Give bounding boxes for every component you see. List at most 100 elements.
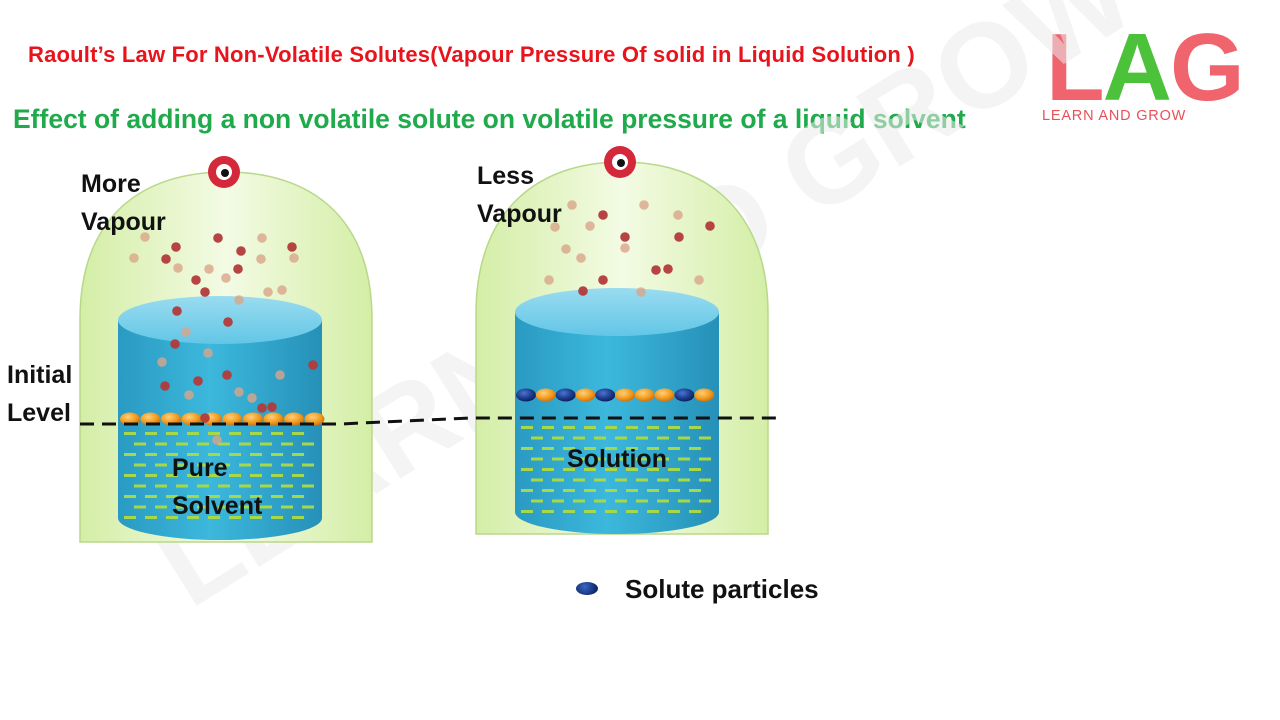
dash-mark: [134, 505, 146, 509]
dash-mark: [552, 478, 564, 482]
vapour-particle: [256, 254, 266, 264]
dash-mark: [197, 505, 209, 509]
vapour-particle: [651, 265, 661, 275]
dash-mark: [615, 478, 627, 482]
dash-mark: [292, 432, 304, 435]
dash-mark: [176, 484, 188, 488]
dash-mark: [647, 489, 659, 492]
dash-mark: [615, 436, 627, 440]
dash-mark: [668, 489, 680, 492]
dash-mark: [594, 436, 606, 440]
dash-mark: [552, 436, 564, 440]
solvent-surface-particle: [304, 412, 325, 426]
vapour-particle: [203, 348, 213, 358]
logo-tagline: LEARN AND GROW: [1042, 108, 1187, 124]
vapour-particle: [200, 287, 210, 297]
vapour-particle: [277, 285, 287, 295]
solvent-surface-particle: [243, 412, 263, 426]
left-bell-jar: [79, 156, 373, 543]
vapour-particle: [287, 242, 297, 252]
dash-mark: [155, 484, 167, 488]
dash-mark: [531, 457, 543, 461]
vapour-particle: [275, 370, 285, 380]
vapour-particle: [257, 403, 267, 413]
left-stopper: [208, 156, 240, 188]
left-beaker-top: [118, 296, 322, 344]
vapour-particle: [221, 273, 231, 283]
dash-mark: [145, 453, 157, 456]
dash-mark: [699, 436, 711, 440]
dash-mark: [134, 484, 146, 488]
vapour-particle: [663, 264, 673, 274]
dash-mark: [271, 474, 283, 477]
vapour-particle: [550, 222, 560, 232]
dash-mark: [250, 474, 262, 477]
dash-mark: [208, 495, 220, 498]
dash-mark: [699, 499, 711, 503]
dash-mark: [689, 468, 701, 471]
dash-mark: [281, 442, 293, 446]
vapour-particle: [173, 263, 183, 273]
dash-mark: [563, 447, 575, 450]
dash-mark: [605, 468, 617, 471]
dash-mark: [208, 432, 220, 435]
vapour-particle: [191, 275, 201, 285]
dash-mark: [531, 478, 543, 482]
dash-mark: [239, 442, 251, 446]
dash-mark: [678, 499, 690, 503]
dash-mark: [187, 474, 199, 477]
dash-mark: [229, 516, 241, 519]
lag-logo: LAG LEARN AND GROW: [1040, 18, 1260, 128]
dash-mark: [657, 499, 669, 503]
solute-particle: [595, 388, 616, 402]
solvent-surface-particle: [222, 412, 243, 426]
solvent-surface-particle: [140, 412, 161, 426]
vapour-particle: [170, 339, 180, 349]
initial-level-label: Initial Level: [7, 361, 73, 427]
solvent-surface-particle: [120, 412, 140, 426]
dash-mark: [594, 499, 606, 503]
dash-mark: [271, 495, 283, 498]
dash-mark: [542, 426, 554, 429]
dash-mark: [281, 463, 293, 467]
vapour-particle: [234, 387, 244, 397]
dash-mark: [260, 505, 272, 509]
dash-mark: [124, 453, 136, 456]
vapour-particle: [544, 275, 554, 285]
dash-mark: [218, 505, 230, 509]
vapour-particle: [193, 376, 203, 386]
dash-mark: [302, 463, 314, 467]
dash-mark: [521, 426, 533, 429]
dash-mark: [229, 474, 241, 477]
dash-mark: [218, 484, 230, 488]
solute-particle: [516, 388, 536, 402]
dash-mark: [668, 468, 680, 471]
dash-mark: [594, 457, 606, 461]
dash-mark: [187, 432, 199, 435]
dash-mark: [563, 468, 575, 471]
dash-mark: [699, 457, 711, 461]
vapour-particle: [263, 287, 273, 297]
logo-letters: LAG: [1046, 14, 1245, 121]
dash-mark: [563, 510, 575, 513]
left-vapour-particles: [129, 232, 318, 445]
dash-mark: [250, 495, 262, 498]
vapour-particle: [171, 242, 181, 252]
logo-letter-g: G: [1169, 14, 1245, 121]
vapour-particle: [620, 232, 630, 242]
dash-mark: [145, 432, 157, 435]
pure-solvent-label: Pure Solvent: [172, 454, 263, 520]
right-solution-dashes: [521, 426, 711, 513]
dash-mark: [573, 457, 585, 461]
dash-mark: [292, 453, 304, 456]
dash-mark: [521, 489, 533, 492]
solvent-surface-particle: [535, 388, 556, 402]
solvent-surface-particle: [654, 388, 675, 402]
left-vapour-label: More Vapour: [81, 170, 166, 236]
dash-mark: [281, 505, 293, 509]
dash-mark: [521, 468, 533, 471]
dash-mark: [689, 426, 701, 429]
dash-mark: [166, 516, 178, 519]
vapour-particle: [184, 390, 194, 400]
dash-mark: [647, 468, 659, 471]
